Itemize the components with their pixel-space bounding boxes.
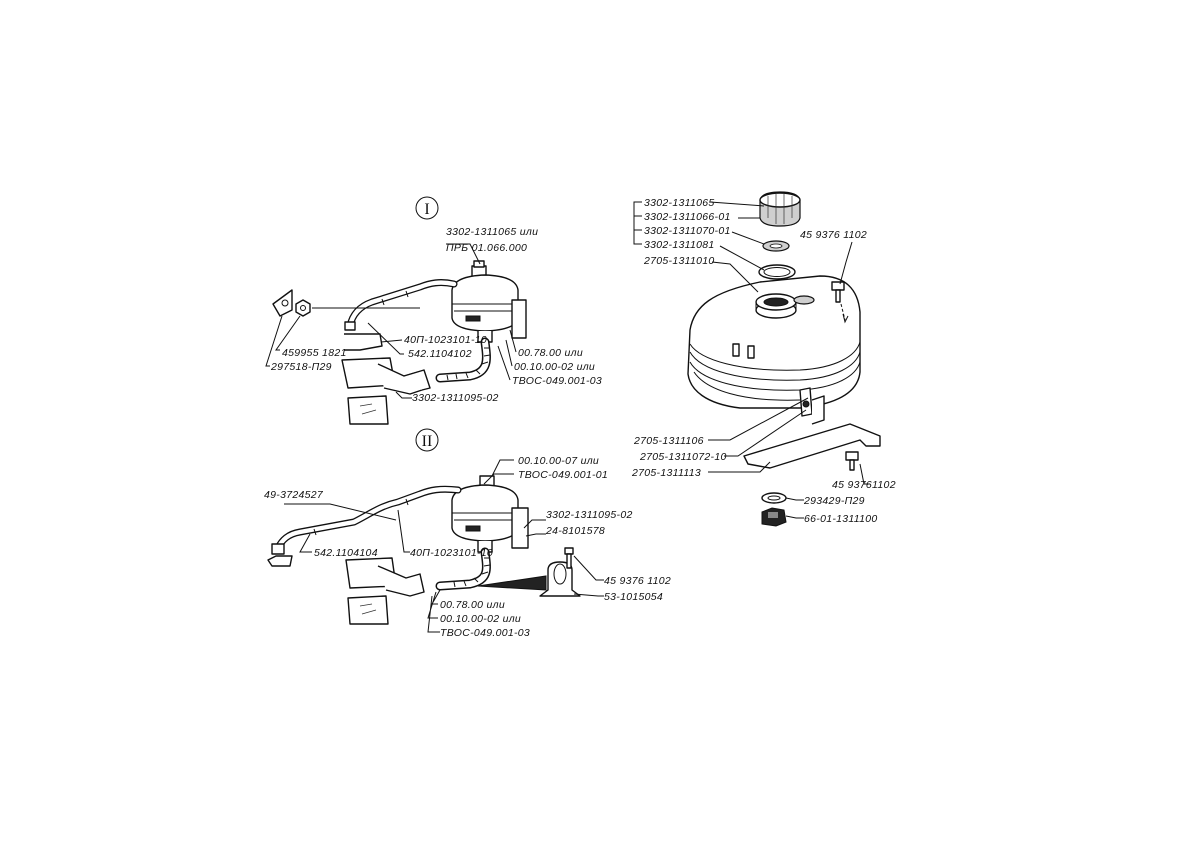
- label-prb-01-066-000: ПРБ 01.066.000: [446, 242, 527, 254]
- label-3302-1311065-ili: 3302-1311065 или: [446, 226, 538, 238]
- label-00-78-00-ili: 00.78.00 или: [518, 347, 583, 359]
- label-45-93761102: 45 93761102: [832, 479, 896, 491]
- view-3-exploded-tank: 3302-1311065 3302-1311066-01 3302-131107…: [631, 191, 896, 527]
- label-tvos-049-001-01: ТВОС-049.001-01: [518, 469, 608, 481]
- label-2705-1311106: 2705-1311106: [633, 435, 704, 447]
- label-45-9376-1102-a: 45 9376 1102: [604, 575, 671, 587]
- label-2705-1311113: 2705-1311113: [631, 467, 701, 479]
- label-66-01-1311100: 66-01-1311100: [804, 513, 878, 525]
- washer: [761, 492, 787, 504]
- label-297518-p29: 297518-П29: [270, 361, 332, 373]
- label-00-10-00-02-ili: 00.10.00-02 или: [514, 361, 595, 373]
- section-mark-2: II: [422, 433, 433, 450]
- label-tvos-049-001-03-b: ТВОС-049.001-03: [440, 627, 530, 639]
- mounting-strap: [743, 423, 881, 469]
- label-00-78-00-ili-b: 00.78.00 или: [440, 599, 505, 611]
- label-2705-1311072-10: 2705-1311072-10: [639, 451, 727, 463]
- label-542-1104102: 542.1104102: [408, 348, 472, 360]
- section-mark-1: I: [424, 201, 429, 218]
- expansion-tank-1: [451, 260, 527, 343]
- label-00-10-00-07-ili: 00.10.00-07 или: [518, 455, 599, 467]
- label-3302-1311095-02-b: 3302-1311095-02: [546, 509, 633, 521]
- label-3302-1311066-01: 3302-1311066-01: [644, 211, 731, 223]
- label-459955-1821: 459955 1821: [282, 347, 347, 359]
- label-542-1104104: 542.1104104: [314, 547, 378, 559]
- view-1-assembly: I: [265, 196, 602, 425]
- label-2705-1311010: 2705-1311010: [643, 255, 715, 267]
- filler-cap: [759, 191, 801, 227]
- label-3302-1311070-01: 3302-1311070-01: [644, 225, 731, 237]
- label-40p-1023101-10: 40П-1023101-10: [404, 334, 487, 346]
- section-mark-circle-2: [415, 428, 439, 452]
- label-3302-1311095-02: 3302-1311095-02: [412, 392, 499, 404]
- view-2-assembly: II: [264, 428, 671, 639]
- label-293429-p29: 293429-П29: [803, 495, 865, 507]
- section-mark-circle-1: [415, 196, 439, 220]
- bolt-lower: [845, 451, 859, 471]
- label-45-9376-1102-b: 45 9376 1102: [800, 229, 867, 241]
- expansion-tank-2: [451, 475, 529, 553]
- label-53-1015054: 53-1015054: [604, 591, 663, 603]
- label-3302-1311081: 3302-1311081: [644, 239, 715, 251]
- tank-body: [687, 275, 861, 425]
- label-tvos-049-001-03: ТВОС-049.001-03: [512, 375, 602, 387]
- label-40p-1023101-10-b: 40П-1023101-10: [410, 547, 493, 559]
- label-49-3724527: 49-3724527: [264, 489, 324, 501]
- label-24-8101578: 24-8101578: [545, 525, 605, 537]
- label-00-10-00-02-ili-b: 00.10.00-02 или: [440, 613, 521, 625]
- nut-66-01: [761, 507, 787, 527]
- label-3302-1311065: 3302-1311065: [644, 197, 715, 209]
- bolt-upper: [831, 281, 845, 303]
